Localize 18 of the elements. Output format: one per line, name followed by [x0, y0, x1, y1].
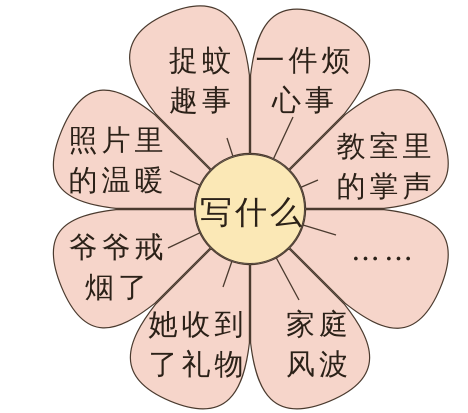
- petal-label: ……: [350, 232, 418, 269]
- connector-line: [222, 262, 232, 288]
- topic-label: 写什么: [199, 192, 305, 232]
- petal-label: 一件烦心事: [254, 42, 356, 119]
- petal-label: 她收到了礼物: [148, 306, 248, 383]
- connector-line: [301, 179, 318, 188]
- petal-label: 照片里的温暖: [68, 122, 168, 199]
- connector-line: [273, 116, 294, 159]
- petal-label: 教室里的掌声: [336, 128, 436, 205]
- petal-label: 捉蚊趣事: [168, 42, 236, 119]
- connector-line: [226, 138, 234, 156]
- connector-line: [170, 170, 200, 186]
- petal-label: 家庭风波: [285, 306, 353, 383]
- connector-line: [168, 232, 200, 249]
- connector-line: [276, 258, 300, 300]
- connector-line: [303, 224, 336, 236]
- petal: [248, 7, 371, 171]
- petal-label: 爷爷戒烟了: [68, 229, 168, 306]
